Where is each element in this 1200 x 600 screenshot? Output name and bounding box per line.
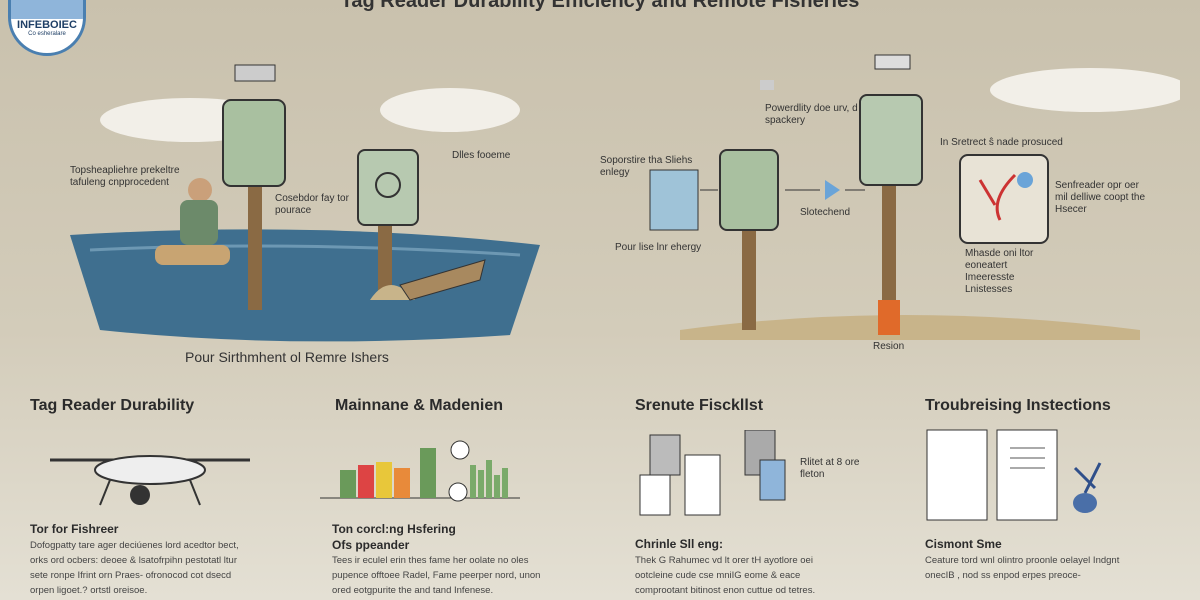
logo: INFEBOIEC Co esheralare	[8, 0, 86, 56]
pole	[248, 180, 262, 310]
label-left: Topsheapliehre prekeltre tafuleng cnppro…	[70, 165, 180, 188]
section-heading-troubleshooting: Troubreising Instections	[925, 397, 1111, 414]
section-body: Dofogpatty tare ager deciúenes lord aced…	[30, 540, 239, 596]
left-scene-illustration	[70, 64, 540, 342]
tag-reader-device	[222, 99, 286, 187]
sensor-panel	[959, 154, 1049, 244]
logo-name: INFEBOIEC	[17, 19, 77, 31]
section-body: Thek G Rahumec vd lt orer tH ayotlore oe…	[635, 555, 816, 596]
tag-reader-device	[859, 94, 923, 186]
section-heading-maintenance: Mainnane & Madenien	[335, 397, 504, 414]
label-region: Resion	[873, 341, 905, 352]
section-subheading: Ton corcl:ng Hsfering	[332, 522, 456, 536]
section-body: Ceature tord wnl olintro proonle oelayel…	[925, 555, 1120, 581]
label-right: Dlles fooeme	[452, 150, 511, 161]
label-pour: Pour lise lnr ehergy	[615, 242, 702, 253]
documents-icon	[639, 430, 786, 516]
right-scene-illustration	[649, 54, 1180, 340]
label-mid: Cosebdor fay tor pourace	[275, 193, 349, 216]
logo-sky-graphic	[11, 0, 83, 19]
tag-reader-device	[719, 149, 779, 231]
section-subheading: Chrinle Sll eng:	[635, 537, 724, 551]
label-power: Powerdlity doe urv, d spackery	[765, 103, 858, 126]
bar-chart-icon	[320, 440, 520, 502]
section-heading-checklist: Srenute Fisckllst	[635, 397, 764, 414]
label-mhasde: Mhasde oni ltor eoneatert Imeeresste Lni…	[965, 248, 1034, 295]
diagram-panel	[649, 169, 699, 231]
left-caption: Pour Sirthmhent ol Remre Ishers	[185, 349, 389, 365]
label-reader: Senfreader opr oer mil delliwe coopt the…	[1055, 180, 1146, 215]
cloud-icon	[990, 68, 1180, 112]
label-slot: Slotechend	[800, 207, 851, 218]
section-subheading: Tor for Fishreer	[30, 522, 119, 536]
page-title: Tag Reader Durability Efficiency and Rem…	[340, 0, 860, 12]
tag-reader-device	[357, 149, 419, 226]
label-produced: In Sretrect ŝ nade prosuced	[940, 137, 1063, 148]
boat	[399, 259, 486, 301]
checklist-note: Rlitet at 8 ore fleton	[800, 457, 860, 480]
drone-icon	[50, 455, 250, 506]
fisherman	[155, 178, 230, 265]
section-heading-durability: Tag Reader Durability	[30, 397, 195, 414]
section-subheading-2: Ofs ppeander	[332, 538, 410, 552]
arrow-icon	[825, 180, 840, 200]
label-energy: Soporstire tha Sliehs enlegy	[600, 155, 693, 178]
troubleshooting-docs-icon	[926, 429, 1102, 521]
section-body: Tees ir eculel erin thes fame her oolate…	[332, 555, 541, 596]
section-subheading: Cismont Sme	[925, 537, 1002, 551]
cloud-icon	[100, 88, 520, 142]
logo-tagline: Co esheralare	[28, 31, 66, 37]
